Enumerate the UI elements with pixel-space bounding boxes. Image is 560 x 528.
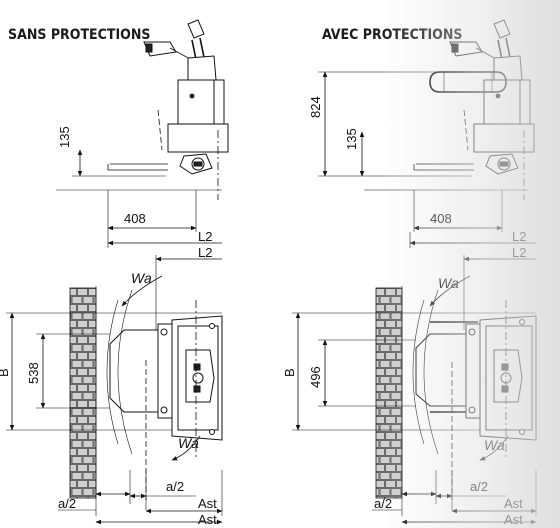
left-ast-2: Ast [198, 512, 217, 527]
right-135-label: 135 [344, 128, 359, 150]
right-496-label: 496 [308, 366, 323, 388]
right-l2-label-2: L2 [512, 245, 526, 260]
left-a2-right: a/2 [166, 479, 184, 494]
right-b-label: B [282, 368, 297, 377]
left-wall [69, 287, 97, 499]
panel-right: AVEC PROTECTIONS 824 135 408 L2 L2 B 496 [282, 19, 537, 527]
right-ast-1: Ast [504, 496, 523, 511]
right-wa-bottom: Wa [484, 437, 505, 453]
left-turn-arc-outer [106, 299, 119, 445]
left-wa-bottom: Wa [178, 435, 199, 451]
panel-left-title: SANS PROTECTIONS [8, 27, 150, 43]
left-ast-1: Ast [198, 496, 217, 511]
left-wa-top: Wa [131, 270, 152, 286]
right-side-view [413, 19, 535, 201]
panel-left: SANS PROTECTIONS 135 408 L2 L2 B 538 [0, 19, 229, 527]
right-l2-label-1: L2 [512, 229, 526, 244]
right-wall [375, 287, 403, 499]
right-408-label: 408 [430, 211, 452, 226]
left-a2-left: a/2 [58, 496, 76, 511]
right-a2-right: a/2 [470, 479, 488, 494]
left-538-label: 538 [26, 362, 41, 384]
left-l2-label-1: L2 [198, 229, 212, 244]
left-135-label: 135 [57, 126, 72, 148]
right-wa-top: Wa [438, 275, 459, 291]
left-b-label: B [0, 368, 11, 377]
left-l2-label-2: L2 [198, 245, 212, 260]
right-ast-2: Ast [504, 512, 523, 527]
panel-right-title: AVEC PROTECTIONS [322, 27, 462, 43]
right-a2-left: a/2 [374, 496, 392, 511]
left-side-view [107, 19, 229, 201]
right-824-label: 824 [308, 96, 323, 118]
left-408-label: 408 [124, 211, 146, 226]
